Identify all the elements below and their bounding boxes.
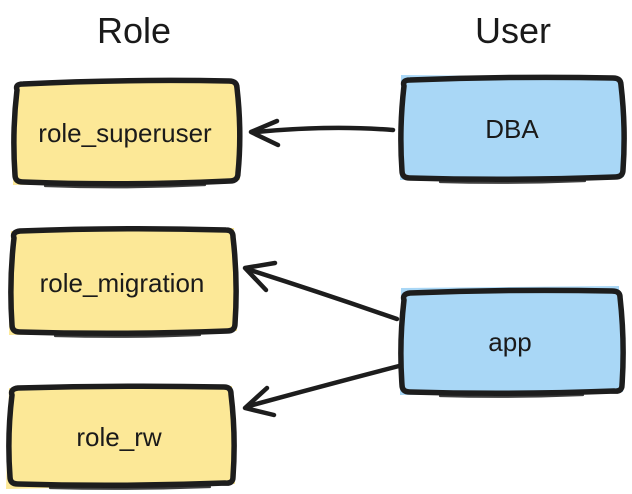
column-heading-user: User — [475, 10, 551, 51]
column-heading-role: Role — [97, 10, 171, 51]
arrow-head — [248, 118, 281, 148]
node-box-border — [398, 287, 626, 397]
arrow-line — [247, 267, 400, 322]
node-label: role_migration — [40, 268, 205, 298]
node-box-fill — [400, 75, 624, 180]
node-box-fill — [6, 386, 235, 489]
arrow-head — [242, 260, 278, 293]
node-box-sketch-line — [48, 485, 212, 490]
node-box-fill — [13, 80, 240, 185]
node-box-fill — [9, 228, 237, 335]
node-box-sketch-line — [438, 179, 587, 184]
node-role-migration: role_migration — [8, 225, 239, 338]
arrow-line — [246, 363, 402, 409]
node-label: app — [488, 327, 531, 357]
node-role-rw: role_rw — [6, 383, 237, 490]
node-box-border — [398, 74, 627, 183]
node-label: DBA — [485, 114, 539, 144]
node-dba: DBA — [398, 74, 627, 184]
node-box-border — [11, 77, 243, 187]
node-label: role_superuser — [38, 118, 212, 148]
node-box-border — [6, 383, 237, 489]
edge-app-to-role-migration — [242, 260, 400, 322]
arrow-line — [253, 125, 396, 135]
edge-app-to-role-rw — [242, 363, 402, 418]
node-label: role_rw — [76, 422, 161, 452]
arrow-head — [242, 385, 277, 418]
node-box-sketch-line — [43, 183, 207, 189]
node-app: app — [398, 286, 626, 398]
node-box-border — [8, 225, 239, 337]
node-box-fill — [400, 286, 623, 395]
node-box-sketch-line — [438, 393, 585, 398]
node-role-superuser: role_superuser — [11, 77, 243, 189]
node-box-sketch-line — [53, 333, 202, 338]
edge-dba-to-role-superuser — [248, 118, 396, 148]
